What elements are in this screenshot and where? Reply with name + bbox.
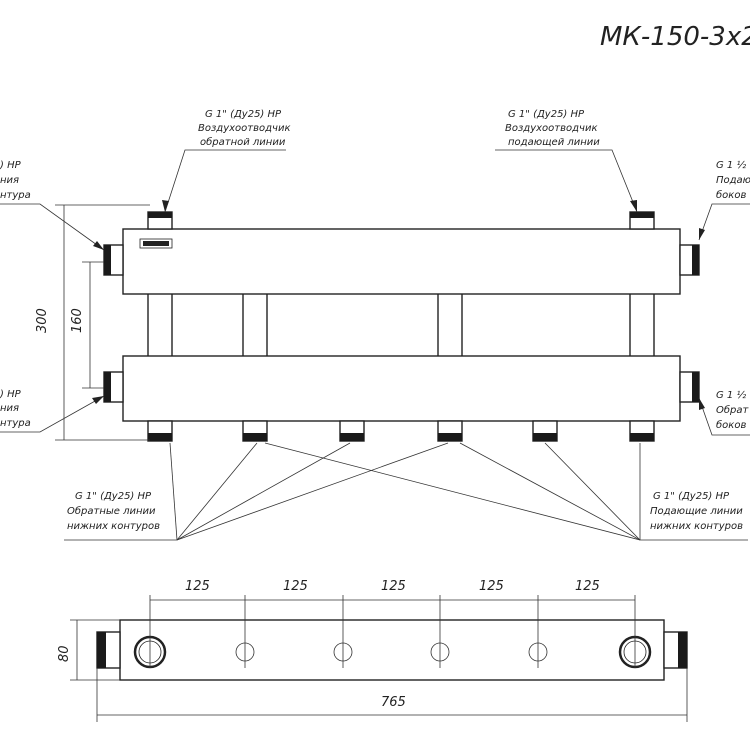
lower-header-pipe (122, 355, 681, 422)
svg-text:Обрат: Обрат (716, 404, 750, 416)
dimension-300: 300 (35, 204, 150, 441)
callout-air-vent-supply: G 1" (Ду25) НР Воздухоотводчик подающей … (495, 109, 638, 213)
callout-air-vent-return: G 1" (Ду25) НР Воздухоотводчик обратной … (162, 109, 290, 213)
svg-text:G 1" (Ду25) НР: G 1" (Ду25) НР (205, 109, 282, 120)
svg-text:G 1" (Ду25) НР: G 1" (Ду25) НР (653, 491, 730, 502)
svg-text:300: 300 (35, 308, 50, 333)
svg-text:) НР: ) НР (0, 160, 22, 171)
brand-plate (139, 238, 173, 249)
dimension-80: 80 (57, 619, 120, 681)
svg-text:Воздухоотводчик: Воздухоотводчик (198, 123, 290, 134)
svg-text:125: 125 (575, 579, 600, 594)
svg-text:125: 125 (185, 579, 210, 594)
svg-text:) НР: ) НР (0, 389, 22, 400)
svg-text:нтура: нтура (0, 418, 31, 429)
svg-text:125: 125 (283, 579, 308, 594)
callout-left-bottom: ) НР ния нтура (0, 389, 105, 433)
svg-text:Подаю: Подаю (716, 175, 750, 186)
svg-text:боков: боков (716, 419, 746, 431)
svg-text:80: 80 (57, 645, 72, 662)
svg-text:G 1" (Ду25) НР: G 1" (Ду25) НР (75, 491, 152, 502)
svg-text:нижних контуров: нижних контуров (67, 521, 160, 532)
svg-text:ния: ния (0, 403, 19, 414)
svg-text:765: 765 (381, 695, 406, 710)
callout-right-bottom: G 1 ½ Обрат боков (698, 389, 750, 436)
callout-lower-return: G 1" (Ду25) НР Обратные линии нижних кон… (64, 442, 449, 541)
bottom-outlet-fittings (147, 420, 655, 442)
svg-text:нижних контуров: нижних контуров (650, 521, 743, 532)
svg-text:125: 125 (479, 579, 504, 594)
dimension-765: 765 (96, 668, 688, 722)
svg-text:подающей линии: подающей линии (508, 137, 600, 148)
left-side-fittings (103, 244, 124, 403)
upper-header-pipe (122, 228, 681, 295)
svg-text:боков: боков (716, 189, 746, 201)
svg-text:G 1 ½: G 1 ½ (716, 159, 746, 171)
callout-right-top: G 1 ½ Подаю боков (698, 159, 750, 241)
svg-text:G 1" (Ду25) НР: G 1" (Ду25) НР (508, 109, 585, 120)
svg-text:обратной линии: обратной линии (200, 136, 286, 148)
drawing-title: МК-150-3х2 (600, 22, 750, 52)
svg-text:G 1 ½: G 1 ½ (716, 389, 746, 401)
top-vent-fittings (147, 211, 655, 230)
dimension-160: 160 (70, 261, 104, 389)
svg-text:ния: ния (0, 175, 19, 186)
svg-text:160: 160 (70, 308, 85, 333)
svg-text:Воздухоотводчик: Воздухоотводчик (505, 123, 597, 134)
dimension-spacing-chain: 125 125 125 125 125 (150, 579, 635, 601)
connecting-pipes (147, 291, 655, 359)
callout-lower-supply: G 1" (Ду25) НР Подающие линии нижних кон… (264, 442, 748, 541)
svg-text:нтура: нтура (0, 190, 31, 201)
callout-left-top: ) НР ния нтура (0, 160, 105, 251)
svg-text:Подающие линии: Подающие линии (650, 506, 743, 517)
right-side-fittings (679, 244, 700, 403)
top-view (96, 595, 688, 681)
svg-text:125: 125 (381, 579, 406, 594)
svg-text:Обратные линии: Обратные линии (67, 505, 156, 517)
